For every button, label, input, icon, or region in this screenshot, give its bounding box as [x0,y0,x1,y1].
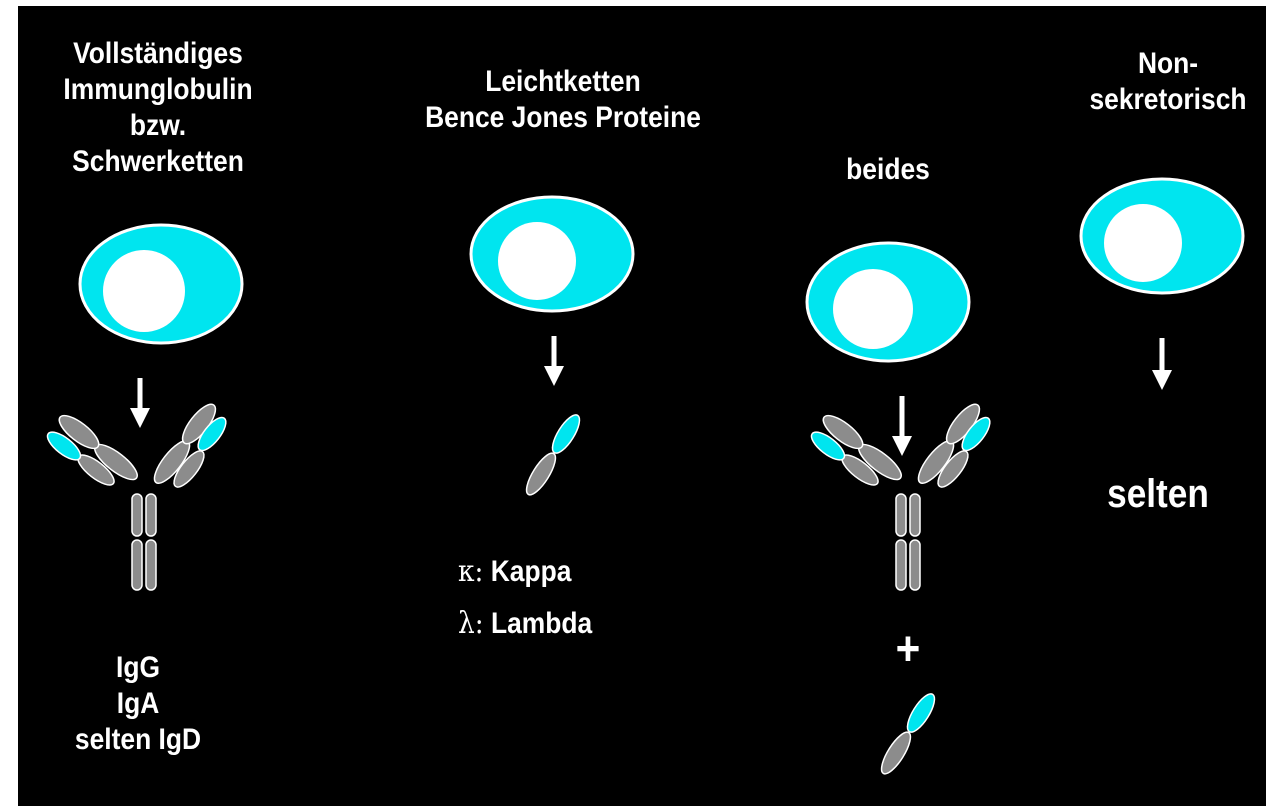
lambda-label: λ: Lambda [458,598,616,650]
kappa-symbol: κ: [458,554,483,589]
slide-background: Vollständiges Immunglobulin bzw. Schwerk… [18,6,1266,806]
kappa-label: κ: Kappa [458,546,616,598]
plasma-cell-2 [471,197,633,311]
lambda-name: Lambda [491,607,592,640]
plasma-cell-1 [80,225,242,343]
col2-labels: κ: Kappa λ: Lambda [458,546,616,650]
col1-label: selten IgD [68,722,209,758]
plasma-cell-4 [1081,179,1243,293]
col1-label: IgG [68,650,209,686]
light-chain-icon [876,690,939,777]
lambda-symbol: λ: [458,606,484,641]
col4-note: selten [1096,472,1219,516]
immunoglobulin-icon [43,400,230,590]
col1-label: IgA [68,686,209,722]
plus-sign: + [882,628,935,672]
plasma-cell-3 [807,243,969,361]
col1-labels: IgG IgA selten IgD [68,650,209,758]
kappa-name: Kappa [491,555,572,588]
light-chain-icon [521,411,584,498]
